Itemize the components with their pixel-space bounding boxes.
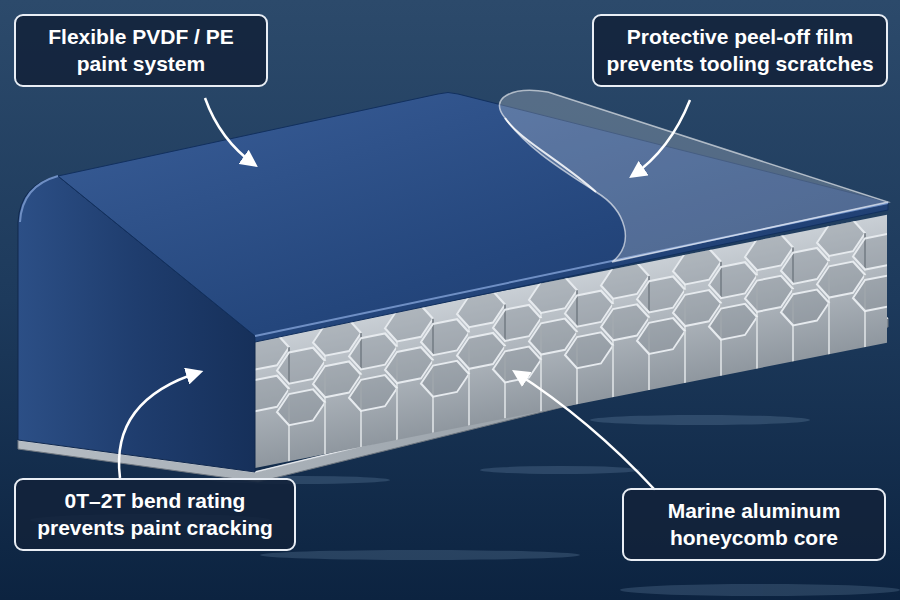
honeycomb-cell bbox=[421, 358, 469, 399]
honeycomb-cell bbox=[349, 373, 397, 414]
honeycomb-cell bbox=[637, 316, 685, 357]
cell-wall bbox=[324, 397, 325, 454]
cell-wall bbox=[648, 354, 649, 390]
film-curl bbox=[505, 118, 596, 192]
callout-text: Protective peel-off film prevents toolin… bbox=[606, 23, 874, 78]
bend-highlight bbox=[20, 176, 58, 222]
cell-wall bbox=[576, 368, 577, 404]
honeycomb-cell bbox=[565, 330, 613, 371]
cell-wall bbox=[288, 425, 289, 461]
cell-wall bbox=[468, 369, 469, 426]
cell-wall bbox=[396, 383, 397, 440]
honeycomb-cell bbox=[781, 287, 829, 328]
peel-off-film bbox=[499, 90, 888, 262]
callout-box: Protective peel-off film prevents toolin… bbox=[592, 14, 888, 87]
honeycomb-cell bbox=[853, 231, 887, 272]
cell-wall bbox=[864, 311, 865, 347]
callout-text: Flexible PVDF / PE paint system bbox=[28, 23, 254, 78]
leader-arrow bbox=[515, 372, 655, 490]
cell-wall bbox=[720, 340, 721, 376]
callout-text: Marine aluminum honeycomb core bbox=[636, 497, 872, 552]
cell-wall bbox=[612, 340, 613, 397]
leader-arrow bbox=[632, 100, 690, 176]
honeycomb-cell bbox=[853, 273, 887, 314]
callout-box: 0T–2T bend rating prevents paint crackin… bbox=[14, 478, 296, 551]
honeycomb-cell bbox=[709, 301, 757, 342]
honeycomb-cell bbox=[277, 387, 325, 428]
cell-wall bbox=[540, 355, 541, 412]
callout-box: Marine aluminum honeycomb core bbox=[622, 488, 886, 561]
honeycomb-cell bbox=[493, 344, 541, 385]
cell-wall bbox=[684, 326, 685, 383]
callout-box: Flexible PVDF / PE paint system bbox=[14, 14, 268, 87]
cell-wall bbox=[828, 298, 829, 355]
cell-wall bbox=[504, 382, 505, 418]
callout-text: 0T–2T bend rating prevents paint crackin… bbox=[28, 487, 282, 542]
cell-wall bbox=[432, 397, 433, 433]
cell-wall bbox=[756, 312, 757, 369]
cell-wall bbox=[792, 325, 793, 361]
leader-arrow bbox=[205, 98, 255, 165]
cell-wall bbox=[360, 411, 361, 447]
leader-arrow bbox=[119, 372, 200, 478]
